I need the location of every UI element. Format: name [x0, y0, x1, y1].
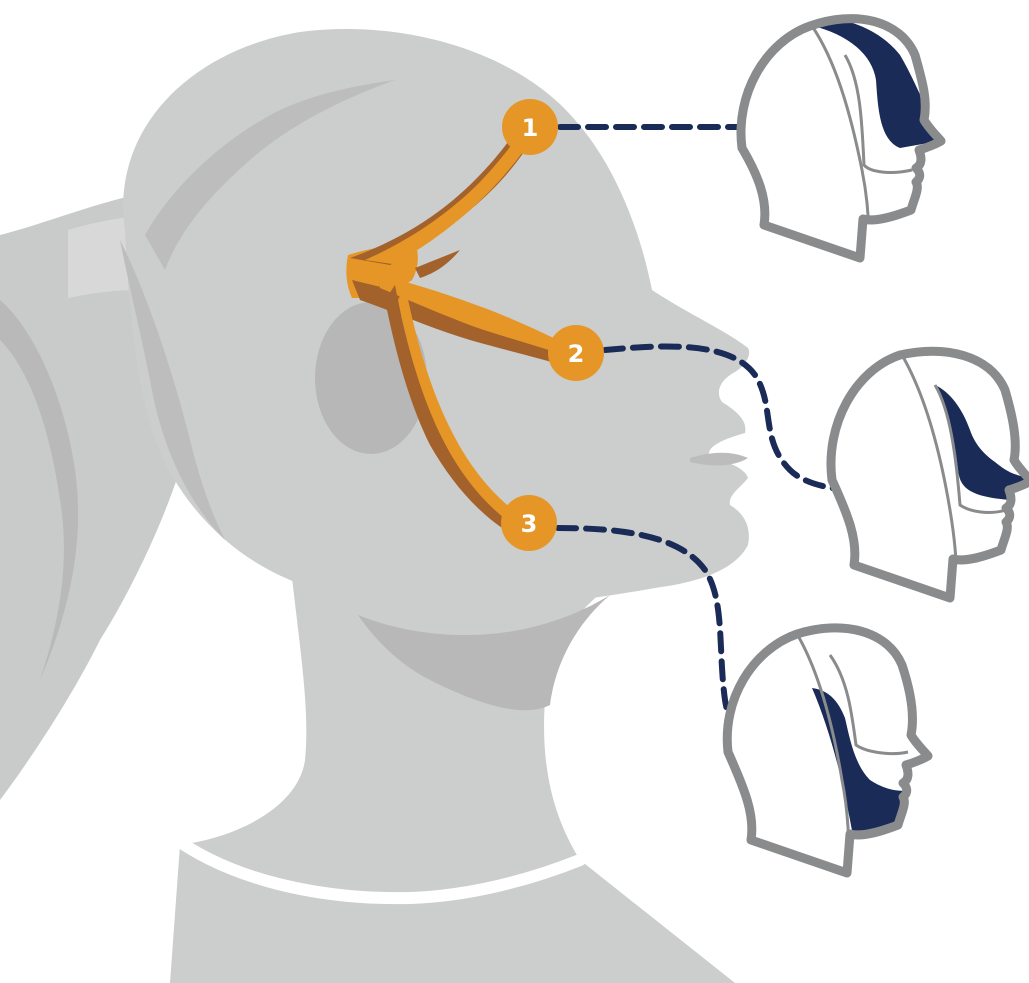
branch-label-3: 3	[521, 510, 538, 538]
branch-label-2: 2	[568, 340, 585, 368]
branch-badge-2: 2	[548, 325, 604, 381]
neck	[170, 560, 735, 983]
face-silhouette	[0, 29, 749, 983]
mini-head-3	[727, 628, 928, 875]
branch-label-1: 1	[522, 114, 539, 142]
branch-badge-1: 1	[502, 99, 558, 155]
mini-head-1	[741, 15, 945, 258]
branch-badge-3: 3	[501, 495, 557, 551]
mini-head-2	[831, 351, 1029, 598]
